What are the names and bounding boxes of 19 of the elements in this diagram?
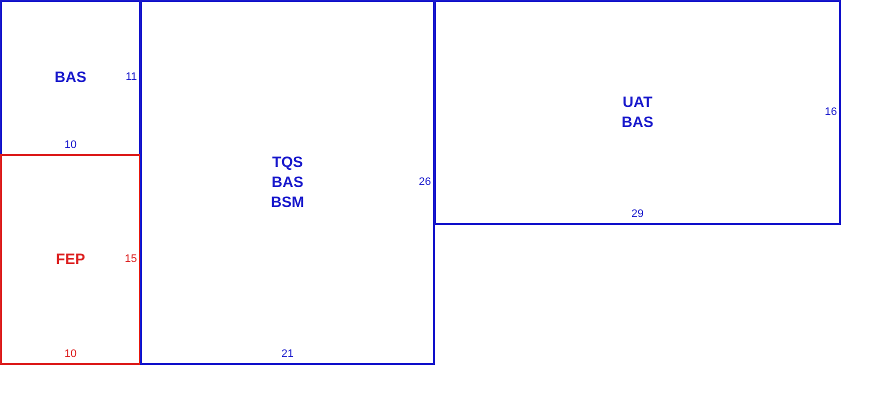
dimension-label: 29 bbox=[631, 208, 644, 221]
room-label: BAS bbox=[272, 173, 304, 193]
dimension-label: 11 bbox=[126, 71, 137, 84]
dimension-label: 10 bbox=[64, 348, 77, 361]
dimension-label: 26 bbox=[418, 176, 431, 189]
room-outline bbox=[434, 0, 841, 225]
room-label: TQS bbox=[272, 153, 303, 173]
room-label: BAS bbox=[54, 68, 86, 88]
dimension-label: 21 bbox=[281, 348, 294, 361]
room-label: FEP bbox=[56, 250, 86, 270]
dimension-label: 16 bbox=[824, 106, 837, 119]
room-outline bbox=[0, 154, 141, 365]
room-label: BAS bbox=[622, 113, 654, 133]
room-label: UAT bbox=[622, 93, 652, 113]
room-outline bbox=[140, 0, 435, 365]
room-label: BSM bbox=[270, 193, 304, 213]
dimension-label: 15 bbox=[124, 253, 137, 266]
room-outline bbox=[0, 0, 141, 156]
dimension-label: 10 bbox=[64, 139, 77, 152]
